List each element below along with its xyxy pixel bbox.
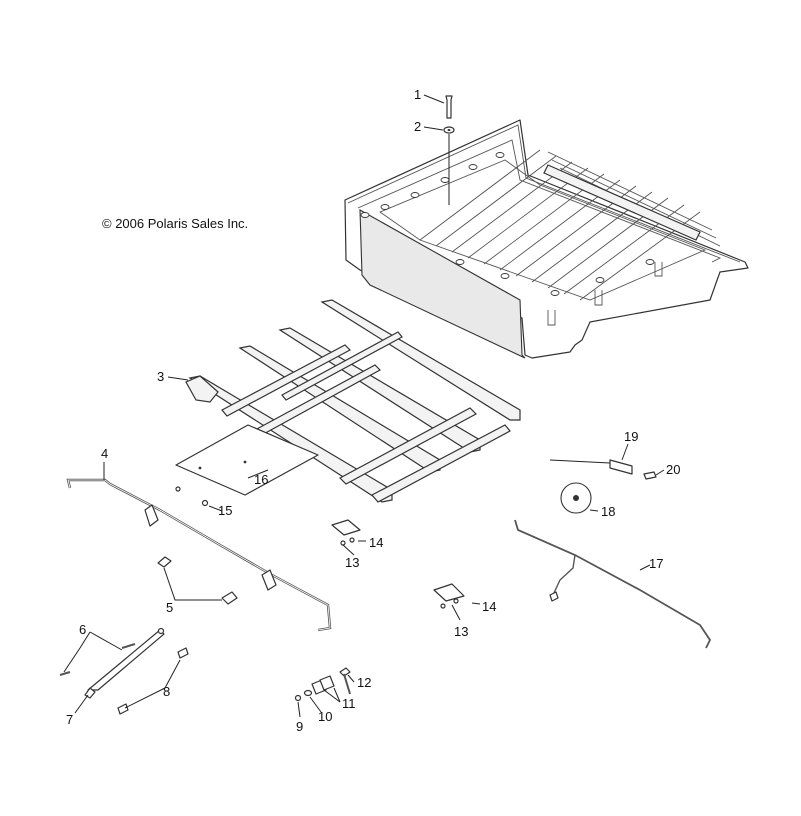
torsion-rod-part-4 — [66, 478, 332, 632]
callout-6: 6 — [79, 622, 86, 637]
callout-8: 8 — [163, 684, 170, 699]
callout-13-upper: 13 — [345, 555, 359, 570]
callout-2: 2 — [414, 119, 421, 134]
callout-14-lower: 14 — [482, 599, 496, 614]
callout-1: 1 — [414, 87, 421, 102]
callout-19: 19 — [624, 429, 638, 444]
leader-lines — [63, 94, 665, 718]
pin-part-20 — [643, 471, 657, 480]
callout-5: 5 — [166, 600, 173, 615]
copyright-text: © 2006 Polaris Sales Inc. — [102, 216, 248, 231]
grommet-part-18 — [560, 482, 592, 514]
nut-part-9 — [294, 694, 302, 702]
skid-panel-part-16 — [175, 424, 319, 496]
washer-part-2 — [443, 126, 455, 134]
bushing-part-5 — [157, 556, 238, 605]
callout-3: 3 — [157, 369, 164, 384]
callout-7: 7 — [66, 712, 73, 727]
washer-part-10 — [303, 689, 313, 697]
bolt-part-1 — [445, 95, 453, 119]
callout-12: 12 — [357, 675, 371, 690]
callout-18: 18 — [601, 504, 615, 519]
callout-20: 20 — [666, 462, 680, 477]
callout-13-lower: 13 — [454, 624, 468, 639]
clip-part-8 — [117, 647, 189, 715]
screws-part-13-lower — [440, 598, 459, 609]
callout-16: 16 — [254, 472, 268, 487]
gas-strut-part-7 — [84, 627, 165, 699]
latch-cable-part-17 — [514, 519, 712, 649]
callout-4: 4 — [101, 446, 108, 461]
screw-part-15 — [175, 486, 209, 507]
handle-part-19 — [549, 459, 633, 475]
callout-11: 11 — [342, 696, 356, 711]
callout-labels: 1 2 3 4 5 6 7 8 9 10 11 12 13 14 13 14 1… — [66, 87, 680, 734]
bolt-part-12 — [339, 667, 351, 695]
callout-15: 15 — [218, 503, 232, 518]
plate-part-14-lower — [433, 583, 465, 602]
bracket-part-11 — [311, 675, 335, 695]
cargo-box — [344, 119, 749, 359]
callout-10: 10 — [318, 709, 332, 724]
screws-part-13-upper — [340, 537, 355, 546]
callout-17: 17 — [649, 556, 663, 571]
plate-part-14-upper — [331, 519, 361, 536]
pin-part-6 — [59, 643, 136, 676]
callout-14-upper: 14 — [369, 535, 383, 550]
callout-9: 9 — [296, 719, 303, 734]
bed-frame-part-3 — [185, 299, 521, 503]
